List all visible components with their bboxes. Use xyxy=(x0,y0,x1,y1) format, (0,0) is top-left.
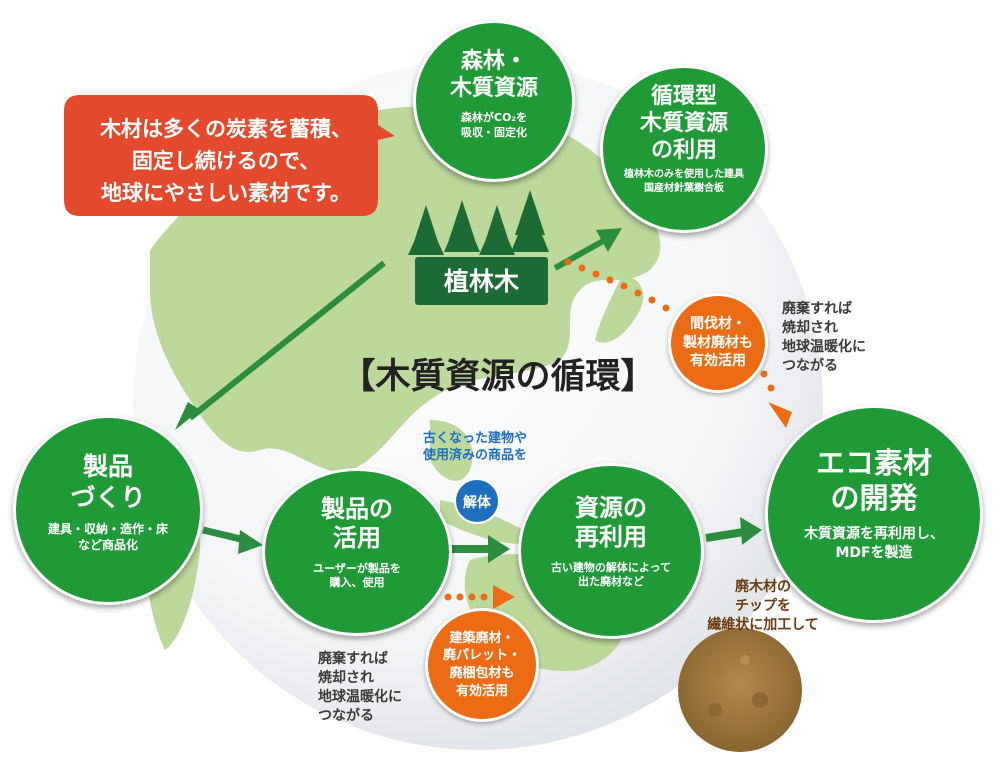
node-product-use: 製品の 活用 ユーザーが製品を 購入、使用 xyxy=(262,468,452,636)
node-forest-title-2: 木質資源 xyxy=(416,76,572,103)
node-reuse-sub-1: 古い建物の解体によって xyxy=(521,561,701,576)
bubble-thinning-line-2: 製材廃材も xyxy=(683,334,753,353)
wood-chip-image xyxy=(678,628,802,752)
node-use-sub-2: 購入、使用 xyxy=(265,576,449,591)
node-eco-sub-2: MDFを製造 xyxy=(768,544,980,563)
node-recycled-wood: 循環型 木質資源 の利用 植林木のみを使用した建具 国産材針葉樹合板 xyxy=(600,65,768,233)
node-recycled-sub-2: 国産材針葉樹合板 xyxy=(603,182,765,196)
node-forest: 森林・ 木質資源 森林がCO₂を 吸収・固定化 xyxy=(413,20,575,182)
node-resource-reuse: 資源の 再利用 古い建物の解体によって 出た廃材など xyxy=(518,463,704,639)
node-recycled-sub-1: 植林木のみを使用した建具 xyxy=(603,168,765,182)
node-manufacture-title-2: づくり xyxy=(16,483,200,514)
node-eco-sub-1: 木質資源を再利用し、 xyxy=(768,525,980,544)
node-recycled-title-1: 循環型 xyxy=(603,84,765,111)
bubble-construction-line-4: 有効活用 xyxy=(443,683,521,701)
bubble-construction-line-3: 廃梱包材も xyxy=(443,665,521,683)
node-manufacture: 製品 づくり 建具・収納・造作・床 など商品化 xyxy=(13,415,203,605)
bubble-thinning-line-1: 間伐材・ xyxy=(683,315,753,334)
node-forest-title-1: 森林・ xyxy=(416,49,572,76)
node-eco-title-2: の開発 xyxy=(768,481,980,516)
node-use-sub-1: ユーザーが製品を xyxy=(265,562,449,577)
bubble-construction-waste: 建築廃材・ 廃パレット・ 廃梱包材も 有効活用 xyxy=(425,608,539,722)
bubble-thinning-wood: 間伐材・ 製材廃材も 有効活用 xyxy=(668,293,768,393)
node-reuse-title-1: 資源の xyxy=(521,494,701,523)
note-wood-chip: 廃木材の チップを 繊維状に加工して xyxy=(688,578,838,635)
node-recycled-title-2: 木質資源 xyxy=(603,111,765,138)
bubble-thinning-line-3: 有効活用 xyxy=(683,352,753,371)
callout-text: 木材は多くの炭素を蓄積、 固定し続けるので、 地球にやさしい素材です。 xyxy=(76,113,376,209)
plantation-label: 植林木 xyxy=(415,262,548,298)
node-reuse-sub-2: 出た廃材など xyxy=(521,575,701,590)
node-use-title-1: 製品の xyxy=(265,495,449,524)
node-manufacture-sub-2: など商品化 xyxy=(16,537,200,553)
node-use-title-2: 活用 xyxy=(265,524,449,553)
note-burn-left: 廃棄すれば 焼却され 地球温暖化に つながる xyxy=(318,650,402,726)
dismantle-text: 古くなった建物や 使用済みの商品を xyxy=(400,430,550,464)
node-reuse-title-2: 再利用 xyxy=(521,523,701,552)
bubble-construction-line-1: 建築廃材・ xyxy=(443,630,521,648)
dismantle-line-2: 使用済みの商品を xyxy=(400,447,550,464)
node-eco-title-1: エコ素材 xyxy=(768,446,980,481)
bubble-construction-line-2: 廃パレット・ xyxy=(443,647,521,665)
callout-line-2: 固定し続けるので、 xyxy=(76,145,376,177)
node-forest-sub-2: 吸収・固定化 xyxy=(416,126,572,141)
node-recycled-title-3: の利用 xyxy=(603,138,765,165)
dismantle-line-1: 古くなった建物や xyxy=(400,430,550,447)
note-burn-right: 廃棄すれば 焼却され 地球温暖化に つながる xyxy=(782,300,866,376)
node-forest-sub-1: 森林がCO₂を xyxy=(416,111,572,126)
dismantle-badge: 解体 xyxy=(454,478,500,524)
callout-line-3: 地球にやさしい素材です。 xyxy=(76,177,376,209)
callout-line-1: 木材は多くの炭素を蓄積、 xyxy=(76,113,376,145)
node-manufacture-title-1: 製品 xyxy=(16,452,200,483)
diagram-title: 【木質資源の循環】 xyxy=(283,348,713,399)
node-manufacture-sub-1: 建具・収納・造作・床 xyxy=(16,521,200,537)
